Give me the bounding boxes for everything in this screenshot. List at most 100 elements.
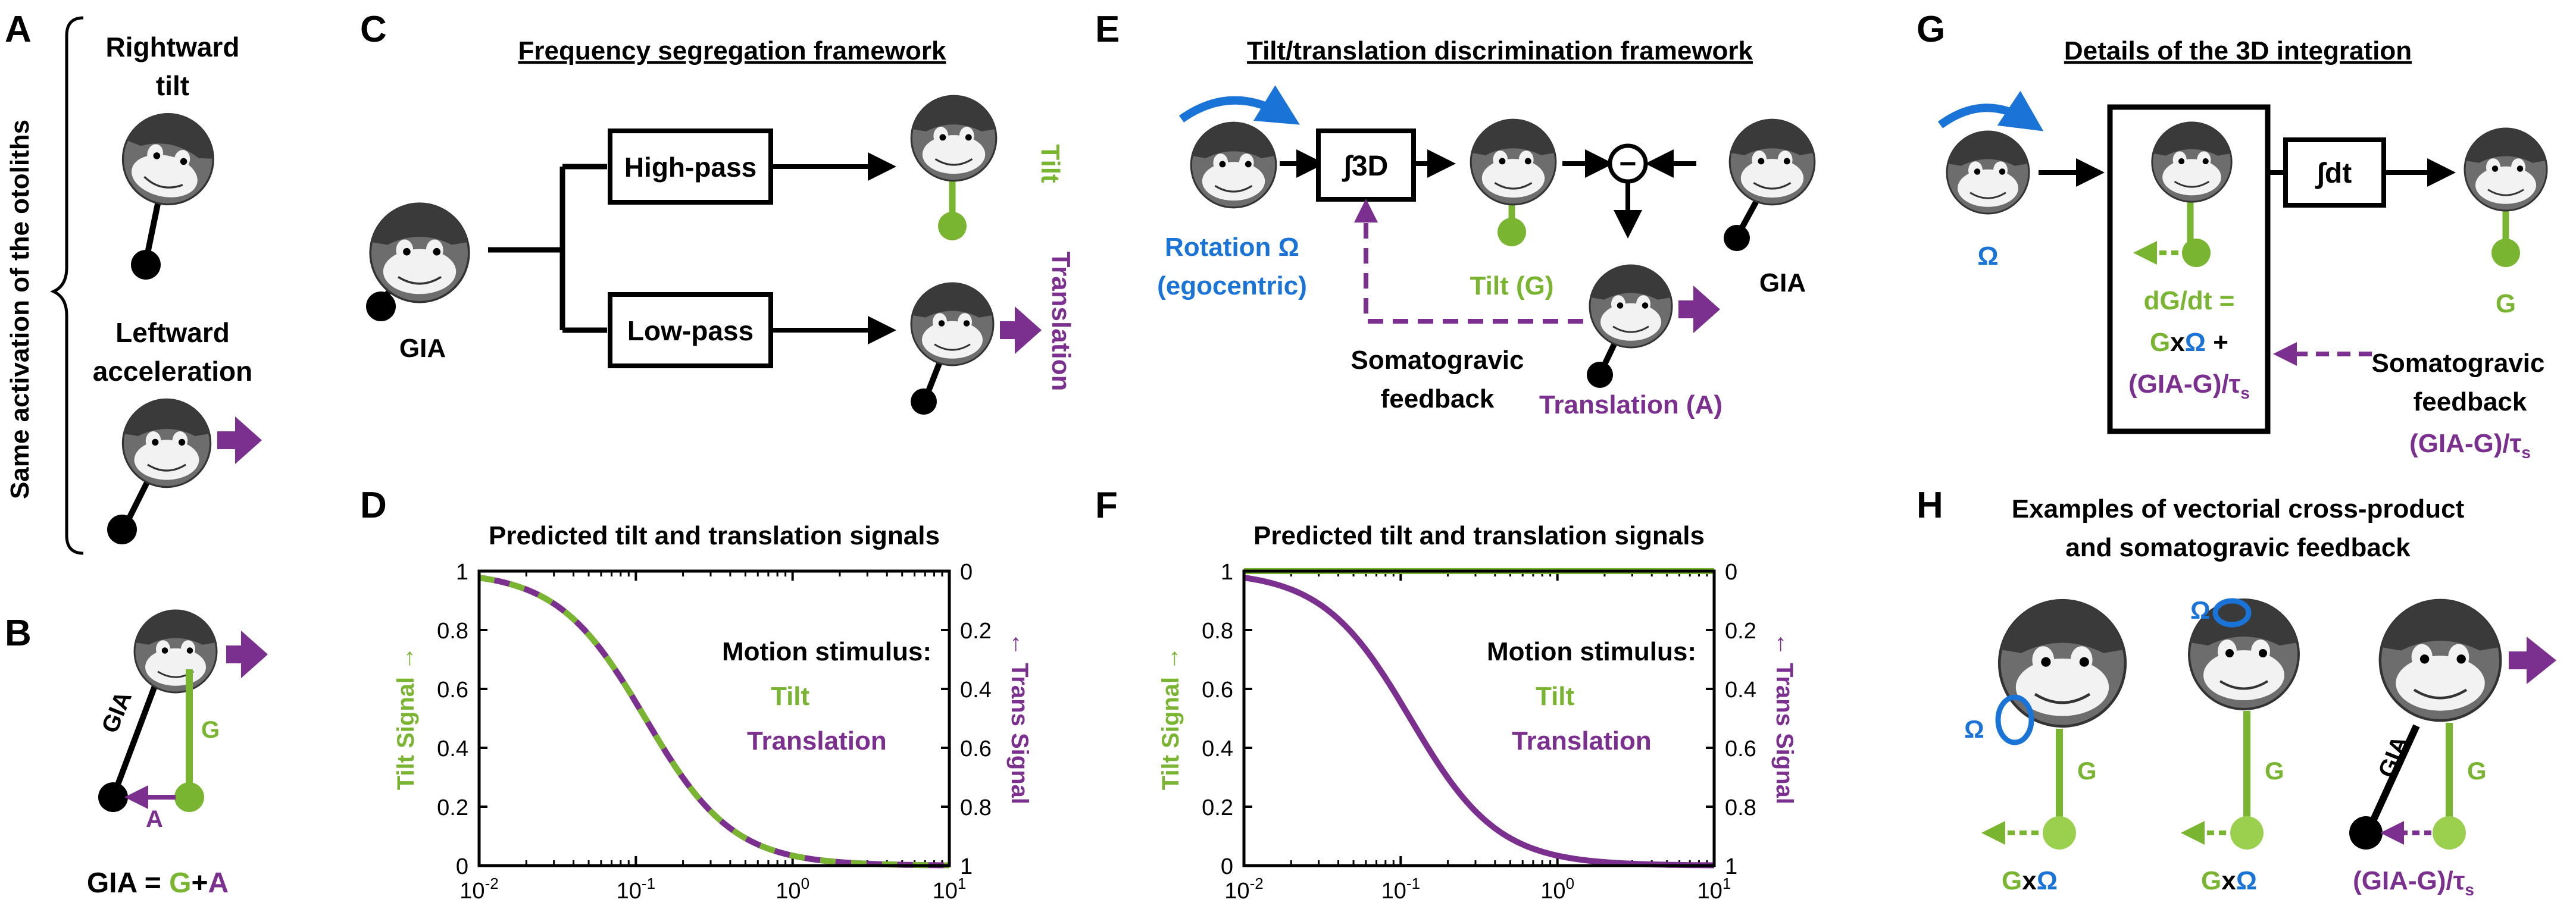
x-tick-base: 10 <box>1381 879 1406 904</box>
panel-e-title: Tilt/translation discrimination framewor… <box>1247 36 1753 65</box>
chart-title: Predicted tilt and translation signals <box>489 521 940 550</box>
rotation-arrow-icon <box>1937 90 2044 131</box>
eq-plus: + <box>191 867 208 899</box>
gia-label: GIA <box>399 334 446 363</box>
x-tick-exp: -2 <box>485 875 499 892</box>
x-axis-label: Frequency (Hz) <box>1393 910 1565 912</box>
feedback-label-2: feedback <box>1381 384 1495 413</box>
panel-letter-a: A <box>5 9 32 50</box>
g-mass <box>2182 239 2211 267</box>
tilt-label-2: tilt <box>156 70 189 101</box>
gxo-label: GxΩ <box>2201 866 2257 895</box>
panel-h-title-2: and somatogravic feedback <box>2065 533 2411 562</box>
feedback-label-1: Somatogravic <box>1351 346 1524 375</box>
x-tick-base: 10 <box>1697 879 1722 904</box>
chart-title: Predicted tilt and translation signals <box>1253 521 1705 550</box>
gia-label: GIA <box>97 688 137 737</box>
feedback-label-3: (GIA-G)/τs <box>2409 429 2531 462</box>
otolith-mass <box>911 388 937 415</box>
plot-frame <box>1242 569 1716 867</box>
g-mass <box>2491 239 2520 267</box>
y-tick-label: 1 <box>456 560 468 585</box>
g-label: G <box>2467 757 2487 785</box>
omega-label: Ω <box>1977 242 1998 271</box>
otolith-mass <box>1587 362 1613 388</box>
eq-g: G <box>169 867 191 899</box>
feedback-label-1: Somatogravic <box>2372 349 2545 378</box>
monkey-head-icon <box>910 94 998 182</box>
tilt-mass <box>1498 218 1526 246</box>
x-tick-base: 10 <box>617 879 642 904</box>
a-label: A <box>146 806 163 832</box>
x-tick-exp: 0 <box>801 875 809 892</box>
lowpass-label: Low-pass <box>627 315 754 346</box>
g-label: G <box>2496 289 2516 318</box>
egocentric-label: (egocentric) <box>1157 271 1307 300</box>
gxo-label: GxΩ <box>2002 866 2058 895</box>
y-tick-label-right: 0.6 <box>960 737 992 761</box>
fb-text: (GIA-G)/τ <box>2353 866 2465 895</box>
y-tick-label: 0.8 <box>1202 619 1233 644</box>
rotation-axis-icon <box>1995 694 2034 745</box>
translation-series-line <box>1243 575 1714 869</box>
chart-f: Predicted tilt and translation signals 0 1… <box>1158 521 1797 912</box>
y-tick-label: 0.6 <box>1202 678 1233 703</box>
legend-translation: Translation <box>1512 726 1652 756</box>
x-tick-base: 10 <box>933 879 958 904</box>
g-mass <box>2433 816 2466 850</box>
minus-sign: − <box>1619 147 1636 180</box>
x-tick-exp: 1 <box>1722 875 1731 892</box>
monkey-head-icon <box>113 104 223 214</box>
tilt-g-label: Tilt (G) <box>1470 271 1554 300</box>
plot-frame <box>477 569 951 867</box>
x-tick-label: 100 <box>1540 875 1574 904</box>
panel-letter-f: F <box>1095 485 1118 526</box>
omega-label: Ω <box>2190 596 2211 624</box>
x-tick-exp: -2 <box>1250 875 1264 892</box>
tilt-mass <box>938 212 967 240</box>
translation-a-label: Translation (A) <box>1539 390 1722 419</box>
y-tick-label-right: 0 <box>1725 560 1737 585</box>
x-tick-label: 100 <box>776 875 809 904</box>
monkey-head-icon <box>1999 600 2125 726</box>
x-axis-label: Frequency (Hz) <box>629 910 801 912</box>
y-tick-label: 0.2 <box>1202 795 1233 820</box>
gia-mass <box>2349 816 2383 850</box>
y-tick-label-right: 0.8 <box>1725 795 1756 820</box>
y-axis-label-right: ← Trans Signal <box>1006 632 1033 804</box>
y-tick-label: 0 <box>1221 854 1233 879</box>
feedback-label-2: feedback <box>2414 387 2527 416</box>
y-tick-label: 0.4 <box>437 737 468 761</box>
rotation-arrow-icon <box>1178 85 1300 125</box>
tilt-label: Tilt <box>1036 144 1065 183</box>
gia-pendulum <box>2365 724 2420 832</box>
monkey-head-icon <box>2380 600 2500 720</box>
gxo-g: G <box>2201 866 2221 895</box>
y-tick-label-right: 0.4 <box>960 678 992 703</box>
y-tick-label: 1 <box>1221 560 1233 585</box>
eq-omega: Ω <box>2185 328 2206 357</box>
otolith-mass <box>1724 225 1750 251</box>
translation-label: Translation <box>1046 252 1076 391</box>
acc-label-2: acceleration <box>93 356 252 387</box>
monkey-head-icon <box>910 281 995 366</box>
monkey-head-icon <box>1728 118 1816 206</box>
otolith-bracket-label: Same activation of the otoliths <box>5 120 35 499</box>
translation-arrow-icon <box>2509 637 2556 684</box>
g-mass <box>2230 816 2264 850</box>
panel-letter-g: G <box>1917 9 1945 50</box>
g-mass <box>174 782 204 812</box>
monkey-head-icon <box>1190 121 1277 209</box>
otolith-mass <box>366 292 396 321</box>
gxo-g: G <box>2002 866 2022 895</box>
panel-letter-e: E <box>1095 9 1120 50</box>
x-tick-exp: -1 <box>1406 875 1420 892</box>
gxo-x: x <box>2022 866 2037 895</box>
panel-c-title: Frequency segregation framework <box>518 36 946 65</box>
x-tick-base: 10 <box>1540 879 1565 904</box>
x-tick-base: 10 <box>776 879 801 904</box>
panel-a: Same activation of the otoliths Rightwar… <box>5 16 262 555</box>
fb-sub: s <box>2521 443 2531 462</box>
y-axis-label: Tilt Signal → <box>1158 647 1184 791</box>
dgdt-eq-1: dG/dt = <box>2144 286 2235 315</box>
